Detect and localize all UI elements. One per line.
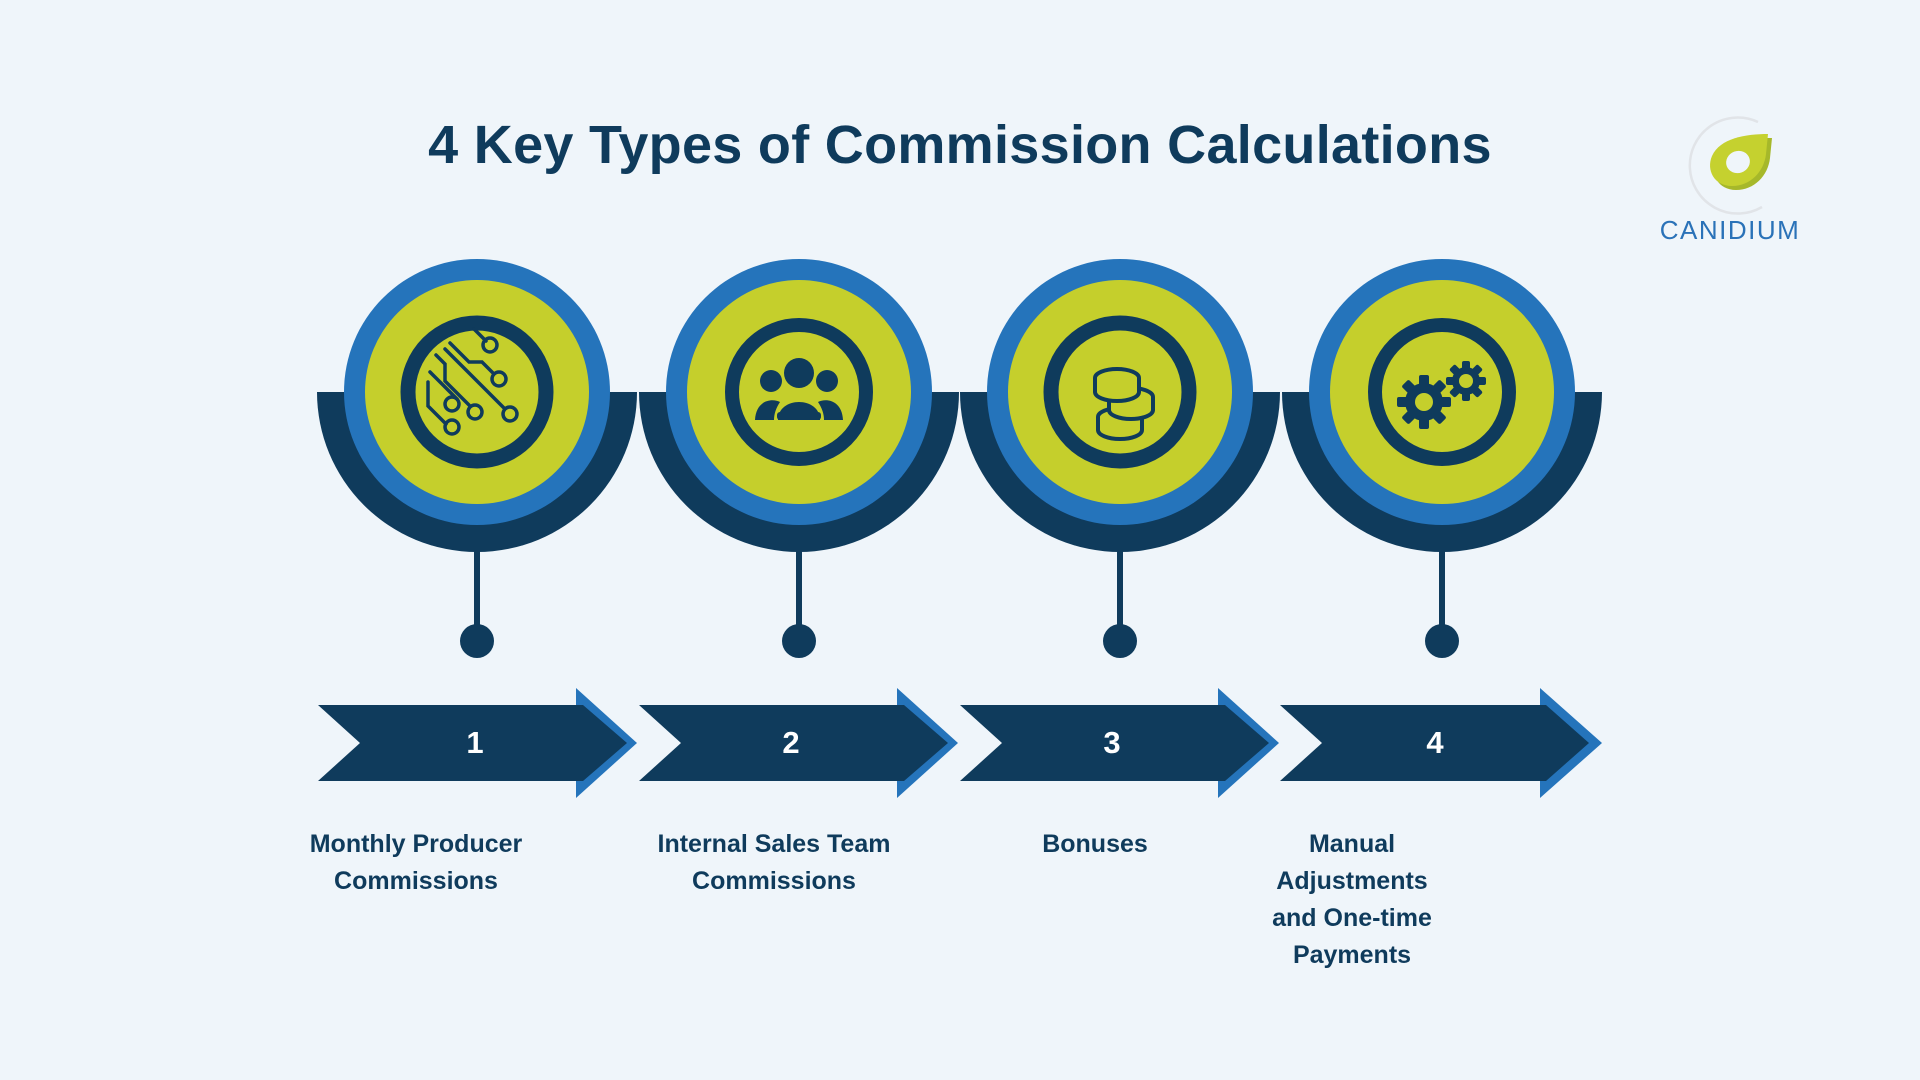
step-number-1: 1 — [466, 725, 484, 760]
connector-stems — [460, 550, 1459, 658]
gears-icon — [1397, 361, 1486, 429]
brand-name: CANIDIUM — [1659, 215, 1801, 245]
step-label-4: Manual Adjustments and One-time Payments — [1272, 830, 1432, 969]
coins-icon — [1093, 367, 1155, 441]
step-label-3: Bonuses — [1042, 830, 1148, 858]
canidium-leaf-logo-icon — [1688, 116, 1772, 215]
circuit-icon — [426, 327, 519, 436]
step-circle-2 — [666, 259, 932, 525]
step-number-2: 2 — [782, 725, 800, 760]
step-arrow-4 — [1280, 688, 1602, 798]
team-icon — [755, 358, 843, 420]
step-label-2: Internal Sales Team Commissions — [657, 830, 891, 895]
step-number-4: 4 — [1426, 725, 1444, 760]
step-circle-4 — [1309, 259, 1575, 525]
step-circle-1 — [344, 259, 610, 525]
canidium-logo: CANIDIUM — [1650, 112, 1810, 247]
step-arrow-1 — [318, 688, 637, 798]
step-number-3: 3 — [1103, 725, 1121, 760]
page-title: 4 Key Types of Commission Calculations — [428, 115, 1492, 175]
step-arrow-3 — [960, 688, 1279, 798]
step-label-1: Monthly Producer Commissions — [309, 830, 523, 895]
step-arrow-2 — [639, 688, 958, 798]
